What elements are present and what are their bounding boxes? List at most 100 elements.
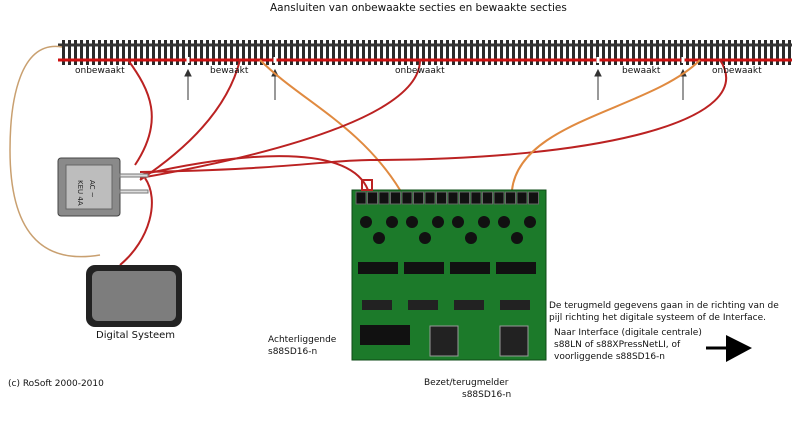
sleeper — [68, 40, 71, 65]
terminal — [413, 191, 424, 205]
sleeper — [578, 40, 581, 65]
capacitor — [432, 216, 444, 228]
sleeper — [122, 40, 125, 65]
sleeper — [470, 40, 473, 65]
wire-left-rail — [127, 59, 153, 166]
wire-middle-rail — [139, 59, 421, 179]
sleeper — [758, 40, 761, 65]
wire-right-rail — [139, 59, 728, 173]
terminal — [482, 191, 493, 205]
sleeper — [788, 40, 791, 65]
sleeper — [542, 40, 545, 65]
sleeper — [86, 40, 89, 65]
sleeper — [668, 40, 671, 65]
transformer-label-2: AC ~ — [88, 180, 96, 198]
ic-chip — [496, 262, 536, 274]
sleeper — [182, 40, 185, 65]
sleeper — [440, 40, 443, 65]
terminal-blocks — [355, 191, 539, 205]
sleeper — [374, 40, 377, 65]
rj-socket-1 — [429, 325, 459, 357]
sleeper — [614, 40, 617, 65]
capacitor — [386, 216, 398, 228]
sleeper — [782, 40, 785, 65]
sleeper — [110, 40, 113, 65]
sleeper — [272, 40, 275, 65]
sleeper — [500, 40, 503, 65]
optocoupler — [408, 300, 438, 310]
rear-module-label-2: s88SD16-n — [268, 347, 318, 357]
sleeper — [602, 40, 605, 65]
sleeper — [146, 40, 149, 65]
sleeper — [62, 40, 65, 65]
sleeper — [350, 40, 353, 65]
wire-bewaakt-orange-1 — [259, 59, 401, 191]
sleeper — [314, 40, 317, 65]
sleeper — [506, 40, 509, 65]
board-input-loop — [361, 179, 373, 191]
sleeper — [428, 40, 431, 65]
sleeper — [608, 40, 611, 65]
terminal — [436, 191, 447, 205]
sleeper — [254, 40, 257, 65]
sleeper — [584, 40, 587, 65]
sleeper — [530, 40, 533, 65]
sleeper — [770, 40, 773, 65]
sleeper — [692, 40, 695, 65]
sleeper — [236, 40, 239, 65]
wire-transformer-system — [119, 177, 153, 266]
sleeper — [104, 40, 107, 65]
optocoupler — [362, 300, 392, 310]
sleeper — [416, 40, 419, 65]
wire-transformer-board — [139, 155, 369, 191]
sleeper — [518, 40, 521, 65]
sleeper — [434, 40, 437, 65]
board-label-1: Bezet/terugmelder — [424, 378, 509, 388]
sleeper — [392, 40, 395, 65]
transformer-label-1: KEU 4A — [76, 180, 84, 206]
capacitor — [478, 216, 490, 228]
sleeper — [386, 40, 389, 65]
wire-bewaakt-1 — [139, 59, 241, 181]
terminal — [401, 191, 413, 205]
sleeper — [734, 40, 737, 65]
sleeper — [332, 40, 335, 65]
interface-arrow — [706, 335, 752, 362]
sleeper — [152, 40, 155, 65]
sleeper — [218, 40, 221, 65]
optocoupler — [454, 300, 484, 310]
direction-note-1: De terugmeld gegevens gaan in de richtin… — [549, 301, 779, 311]
interface-note-3: voorliggende s88SD16-n — [554, 352, 666, 362]
sleeper — [488, 40, 491, 65]
sleeper — [764, 40, 767, 65]
sleeper — [404, 40, 407, 65]
sleeper — [80, 40, 83, 65]
terminal — [378, 191, 390, 205]
sleeper — [92, 40, 95, 65]
interface-note-1: Naar Interface (digitale centrale) — [554, 328, 702, 338]
sleeper — [548, 40, 551, 65]
rj-socket-2 — [499, 325, 529, 357]
capacitor — [406, 216, 418, 228]
capacitor — [373, 232, 385, 244]
sleeper — [176, 40, 179, 65]
track-sleepers — [62, 40, 791, 65]
sleeper — [74, 40, 77, 65]
terminal — [528, 191, 539, 205]
sleeper — [452, 40, 455, 65]
sleeper — [728, 40, 731, 65]
sleeper — [422, 40, 425, 65]
sleeper — [134, 40, 137, 65]
ic-chip — [358, 262, 398, 274]
sleeper — [362, 40, 365, 65]
section-label-4: bewaakt — [622, 66, 661, 76]
capacitor — [360, 216, 372, 228]
section-label-2: bewaakt — [210, 66, 249, 76]
sleeper — [398, 40, 401, 65]
sleeper — [242, 40, 245, 65]
sleeper — [560, 40, 563, 65]
sleeper — [320, 40, 323, 65]
sleeper — [686, 40, 689, 65]
sleeper — [224, 40, 227, 65]
